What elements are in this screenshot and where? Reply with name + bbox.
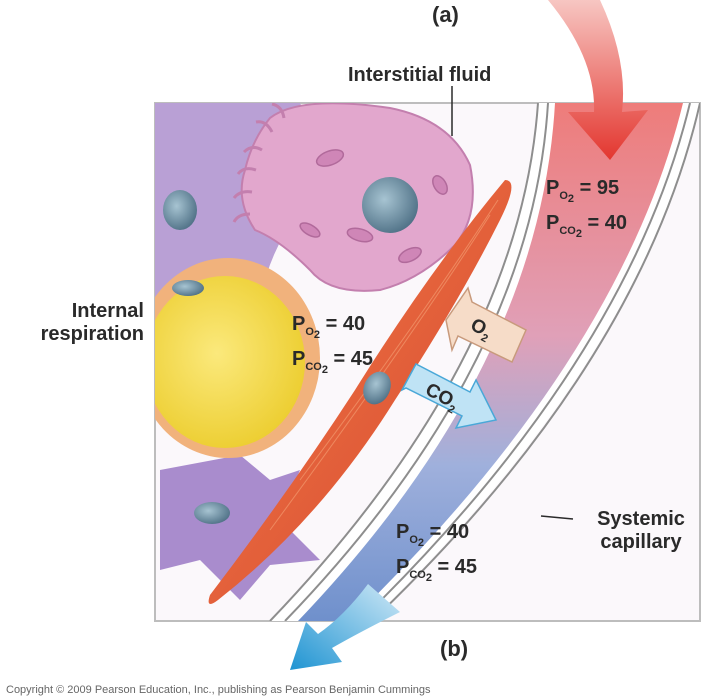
systemic-leader-line [540,515,574,520]
purple-cell-nucleus [163,190,197,230]
tissue-pressures: PO2 = 40 PCO2 = 45 [292,312,373,382]
fat-droplet [155,276,305,448]
po2-readout: PO2 = 40 [292,313,366,342]
capillary-lumen [298,103,683,621]
lower-cell-nucleus [194,502,230,524]
tissue-cell-pink [240,103,474,292]
muscle-cell-nucleus [363,371,391,405]
pco2-readout: PCO2 = 45 [396,556,478,585]
co2-diffusion-arrow [400,362,498,430]
systemic-capillary-label: Systemic capillary [597,508,685,553]
pco2-readout: PCO2 = 40 [546,212,628,241]
o2-diffusion-arrow [445,286,527,364]
pco2-readout: PCO2 = 45 [292,348,374,377]
tissue-cell-purple-lower [160,455,320,600]
interstitial-fluid-label: Interstitial fluid [348,64,492,86]
blood-in-arrow [548,0,648,160]
po2-readout: PO2 = 40 [396,521,470,550]
panel-a-label: (a) [432,2,459,27]
internal-respiration-label: Internal respiration [40,300,144,345]
mitochondria [299,149,448,264]
smooth-muscle-cell [208,180,512,604]
fat-cell-nucleus [172,280,204,296]
copyright-notice: Copyright © 2009 Pearson Education, Inc.… [6,684,431,696]
pink-cell-nucleus [362,177,418,233]
blood-out-arrow [290,584,400,670]
microvilli [232,103,286,223]
capillary-arterial-pressures: PO2 = 95 PCO2 = 40 [546,176,627,246]
po2-readout: PO2 = 95 [546,177,620,206]
capillary-venous-pressures: PO2 = 40 PCO2 = 45 [396,520,477,590]
panel-b-label: (b) [440,636,469,661]
